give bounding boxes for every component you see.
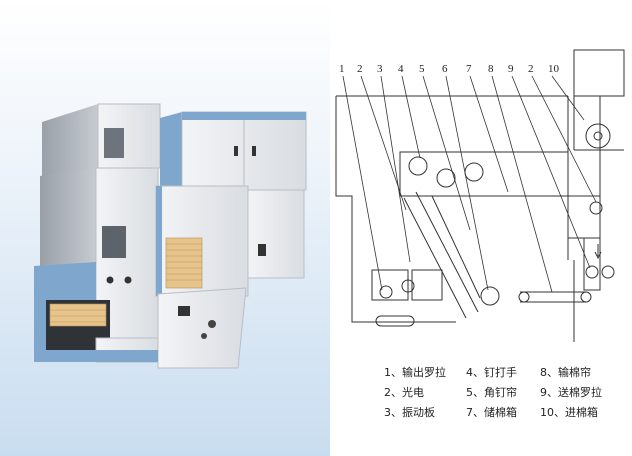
callout-2b: 2 — [528, 63, 534, 75]
callout-3: 3 — [377, 63, 383, 75]
machine-photo — [0, 0, 330, 456]
leader-lines — [342, 75, 597, 293]
legend-item-3: 3、振动板 — [384, 405, 435, 419]
legend-item-9: 9、送棉罗拉 — [540, 385, 602, 399]
callout-8: 8 — [488, 63, 494, 75]
callout-9: 9 — [508, 63, 514, 75]
callout-1: 1 — [339, 63, 345, 75]
callout-numbers: 1 2 3 4 5 6 7 8 9 2 10 — [339, 63, 560, 75]
legend-item-2: 2、光电 — [384, 385, 424, 399]
callout-6: 6 — [442, 63, 448, 75]
legend-item-10: 10、进棉箱 — [540, 405, 598, 419]
machine-outline — [335, 49, 625, 342]
legend-item-1: 1、输出罗拉 — [384, 365, 446, 379]
legend-item-7: 7、储棉箱 — [466, 405, 517, 419]
schematic-diagram: 1 2 3 4 5 6 7 8 9 2 10 — [335, 49, 625, 419]
legend: 1、输出罗拉 4、钉打手 8、输棉帘 2、光电 5、角钉帘 9、送棉罗拉 3、振… — [384, 365, 602, 419]
callout-4: 4 — [398, 63, 404, 75]
legend-item-5: 5、角钉帘 — [466, 385, 517, 399]
callout-7: 7 — [466, 63, 472, 75]
callout-10: 10 — [548, 63, 560, 75]
legend-item-8: 8、输棉帘 — [540, 365, 591, 379]
callout-5: 5 — [419, 63, 425, 75]
legend-item-4: 4、钉打手 — [466, 365, 517, 379]
machine-body — [34, 103, 307, 369]
callout-2: 2 — [357, 63, 363, 75]
